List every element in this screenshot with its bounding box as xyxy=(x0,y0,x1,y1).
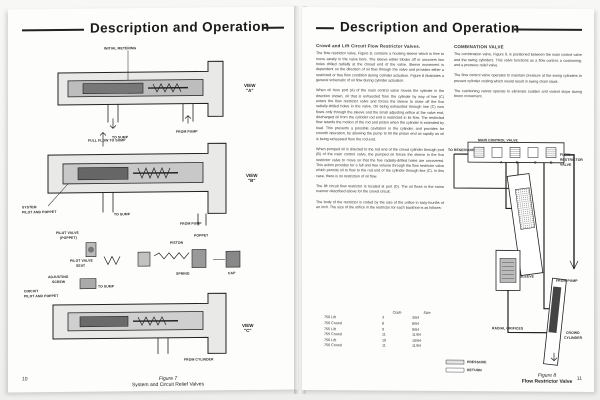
right-page-number: 11 xyxy=(576,375,582,382)
label-port-d: D xyxy=(550,160,553,165)
legend-pressure-label: PRESSURE xyxy=(467,360,487,365)
para-2: When oil from port (A) of the main contr… xyxy=(316,88,444,141)
legend-return-label: RETURN xyxy=(467,368,482,373)
header-rule-right-r xyxy=(514,28,582,31)
text-column-left: Crowd and Lift Circuit Flow Restrictor V… xyxy=(316,43,444,216)
header-rule-left-r xyxy=(316,27,334,30)
label-pilot-poppet-circuit: PILOT AND POPPET xyxy=(24,293,59,299)
label-spring: SPRING xyxy=(176,271,190,276)
header-rule-right xyxy=(262,26,284,29)
label-flow: FLOW xyxy=(560,152,571,157)
valve-view-a xyxy=(57,50,224,129)
label-from-cylinder: FROM CYLINDER xyxy=(184,357,214,362)
combination-para-2: The flow control valve operates to maint… xyxy=(454,73,582,84)
table-row: 756 Crowd 11 11/64 xyxy=(324,343,442,349)
label-from-pump-b: FROM PUMP xyxy=(180,221,202,226)
label-cylinder: CYLINDER xyxy=(564,335,583,340)
legend-pressure-swatch xyxy=(445,359,465,365)
figure-7-caption: Figure 7 System and Circuit Relief Valve… xyxy=(118,375,218,388)
text-column-right: COMBINATION VALVE The combination valve,… xyxy=(454,44,582,106)
table-cell: 11/64 xyxy=(412,344,421,349)
label-poppet-paren: (POPPET) xyxy=(60,235,77,240)
label-screw: SCREW xyxy=(52,279,66,285)
valve-view-b xyxy=(47,132,227,226)
label-pilot-valve-poppet: PILOT VALVE xyxy=(56,230,79,236)
label-pilot-valve-seat: PILOT VALVE xyxy=(70,258,93,263)
label-radial-orifices: RADIAL ORIFICES xyxy=(492,326,524,331)
table-cell: 756 Crowd xyxy=(324,343,342,348)
figure-7-title: System and Circuit Relief Valves xyxy=(131,381,205,389)
label-initial-metering: INITIAL METERING xyxy=(104,46,137,51)
label-poppet: POPPET xyxy=(194,233,209,238)
label-full-flow-to-sump: FULL FLOW TO SUMP xyxy=(88,138,126,143)
exploded-parts xyxy=(79,242,241,290)
right-page-title: Description and Operation xyxy=(340,19,520,36)
left-page-number: 10 xyxy=(22,376,28,383)
label-pilot-poppet-system: PILOT AND POPPET xyxy=(22,210,57,215)
label-circuit: CIRCUIT xyxy=(24,289,39,294)
para-1: The flow restrictor valve, Figure 8, con… xyxy=(316,51,444,83)
label-crowd: CROWD xyxy=(566,330,580,335)
view-c-letter: "C" xyxy=(243,327,252,334)
view-a-letter: "A" xyxy=(245,87,254,94)
flow-restrictor-heading: Crowd and Lift Circuit Flow Restrictor V… xyxy=(316,43,421,49)
header-rule-left xyxy=(22,28,84,32)
label-valve: VALVE xyxy=(560,162,572,167)
legend-return-swatch xyxy=(445,367,465,373)
para-3: When pumped oil is directed to the rod e… xyxy=(316,146,444,179)
para-5: The body of the restrictor is coded by t… xyxy=(316,199,444,210)
left-page-header: Description and Operation xyxy=(8,16,298,41)
label-from-pump-a: FROM PUMP xyxy=(176,129,198,134)
view-a-label: VIEW "A" xyxy=(244,83,256,93)
para-4: The lift circuit flow restrictor is loca… xyxy=(316,183,444,194)
left-page: Description and Operation xyxy=(8,6,298,393)
label-from-pump: FROM PUMP xyxy=(556,278,578,283)
label-to-reservoir: TO RESERVOIR xyxy=(448,148,475,153)
label-sleeve: SLEEVE xyxy=(520,274,534,279)
flow-restrictor-diagram xyxy=(445,141,579,373)
label-to-sump-c: TO SUMP xyxy=(98,284,115,289)
combination-para-1: The combination valve, Figure 9, is posi… xyxy=(454,52,582,68)
label-port-a: A xyxy=(500,160,503,165)
label-cap: CAP xyxy=(228,271,236,276)
combination-para-3: The cushioning valves operate to elimina… xyxy=(454,89,582,99)
label-to-sump-b: TO SUMP xyxy=(114,212,131,217)
left-page-title: Description and Operation xyxy=(90,18,270,36)
view-b-label: VIEW "B" xyxy=(246,173,258,183)
label-port-c: C xyxy=(534,160,537,165)
label-piston: PISTON xyxy=(170,240,184,245)
label-adjusting: ADJUSTING xyxy=(48,274,69,280)
label-port-b: B xyxy=(516,160,519,165)
label-restrictor: RESTRICTOR xyxy=(560,157,583,162)
relief-valve-illustration xyxy=(47,50,241,354)
valve-view-c xyxy=(52,292,227,354)
combination-valve-heading: COMBINATION VALVE xyxy=(454,44,504,50)
label-system: SYSTEM xyxy=(22,205,37,210)
table-cell: 11 xyxy=(382,343,386,348)
right-page: Description and Operation Crowd and Lift… xyxy=(302,6,594,393)
label-seat: SEAT xyxy=(76,263,86,268)
label-main-control-valve: MAIN CONTROL VALVE xyxy=(478,138,518,143)
view-c-label: VIEW "C" xyxy=(242,323,254,333)
view-b-letter: "B" xyxy=(247,177,256,184)
right-page-header: Description and Operation xyxy=(302,17,594,41)
